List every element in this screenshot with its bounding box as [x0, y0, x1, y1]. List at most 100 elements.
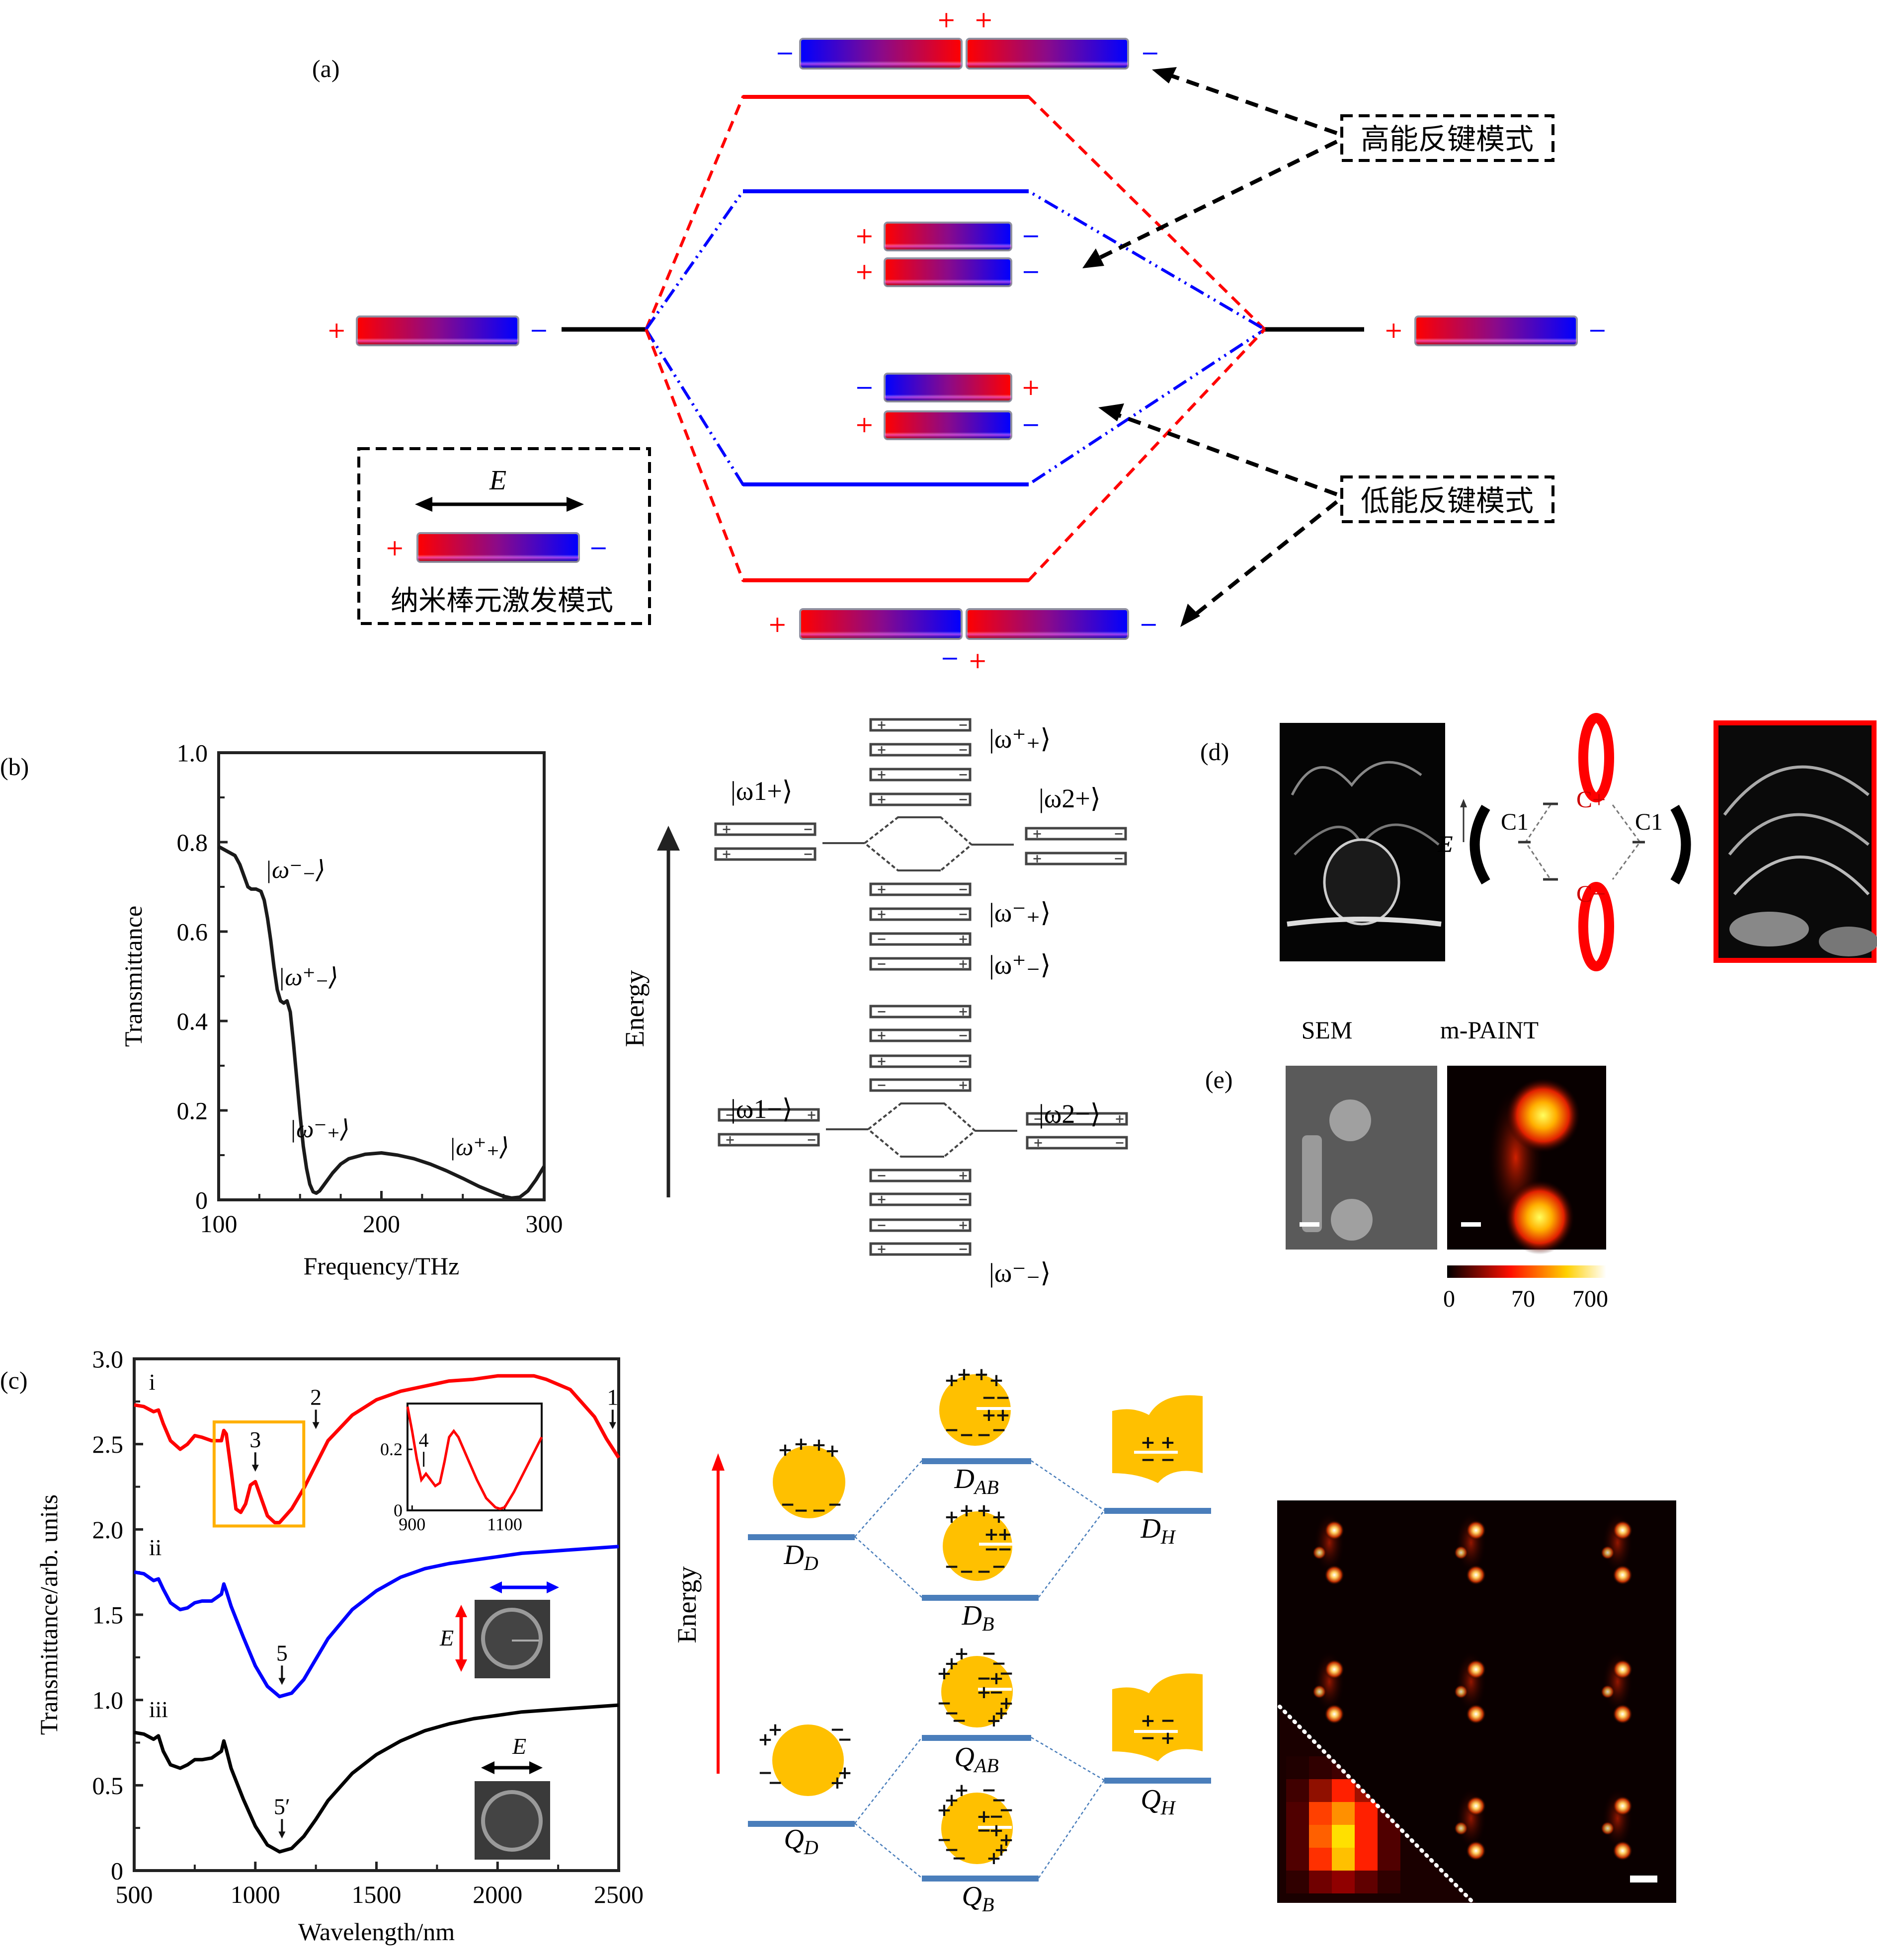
charge-plus: +	[954, 1644, 969, 1664]
sem-inset-ring: E	[475, 1733, 550, 1860]
dipole-rod: +−	[1026, 1136, 1128, 1150]
state-label-w1plus: |ω1+⟩	[731, 776, 793, 806]
x-tick-label: 300	[526, 1210, 563, 1238]
field-label-e: E	[512, 1733, 526, 1759]
charge-plus: +	[812, 1435, 826, 1455]
charge-minus: −	[991, 1653, 1006, 1674]
label-db: DB	[962, 1600, 994, 1635]
y-tick-label: 2.0	[92, 1516, 124, 1544]
svg-text:+: +	[877, 792, 887, 806]
charge-plus: +	[989, 1668, 1004, 1689]
panel-a-diagram: (a) − − + + + − + −	[312, 6, 1607, 674]
nanostructure-spot-cluster	[1601, 1513, 1632, 1585]
level-connectors	[854, 1460, 1105, 1879]
hole-particle	[1112, 1395, 1203, 1483]
series-line-ii	[134, 1545, 619, 1699]
charge-plus: +	[991, 1507, 1006, 1527]
charge-plus: +	[977, 1682, 991, 1703]
svg-text:−: −	[877, 957, 887, 971]
nanostructure-spot-cluster	[1312, 1652, 1344, 1724]
charge-minus: −	[991, 1557, 1006, 1577]
svg-text:+: +	[1033, 1136, 1043, 1150]
energy-axis-label: Energy	[672, 1567, 702, 1644]
peak-marker-label: 4	[419, 1429, 429, 1451]
svg-text:+: +	[722, 822, 732, 836]
mode-hybridization-diagram: E C+ C− C1 C1	[1437, 713, 1691, 971]
svg-text:+: +	[877, 1028, 887, 1042]
label-qd: QD	[784, 1824, 818, 1859]
state-label-wpp: |ω⁺₊⟩	[989, 724, 1051, 754]
charge-minus: −	[944, 1420, 959, 1440]
charge-minus: −	[984, 1539, 999, 1560]
m-paint-image	[1447, 1066, 1606, 1254]
charge-minus: −	[1141, 39, 1160, 66]
svg-text:+: +	[877, 768, 887, 782]
svg-text:+: +	[1115, 1112, 1125, 1126]
curve-label: iii	[149, 1697, 168, 1722]
charge-plus: +	[385, 534, 405, 561]
charge-minus: −	[977, 1425, 991, 1445]
svg-text:−: −	[958, 907, 968, 921]
charge-plus: +	[977, 1500, 991, 1521]
dipole-rod: −+	[869, 1218, 972, 1232]
field-label-e: E	[1437, 831, 1454, 858]
dipole-rod: −+	[869, 957, 972, 971]
arrow-left-icon	[415, 497, 432, 512]
dipole-rod: −+	[869, 1078, 972, 1092]
charge-plus: +	[994, 1840, 1009, 1860]
charge-minus: −	[999, 1663, 1014, 1684]
high-energy-antibonding-label: 高能反键模式	[1361, 122, 1534, 156]
charge-plus: +	[944, 1653, 959, 1674]
charge-plus: +	[1384, 316, 1403, 343]
charge-plus: +	[995, 1405, 1010, 1425]
svg-text:−: −	[877, 1005, 887, 1019]
inset-y-tick-label: 0.2	[380, 1439, 403, 1459]
charge-minus: −	[940, 644, 960, 671]
nanostructure-spot-cluster	[1454, 1652, 1486, 1724]
charge-plus: +	[986, 1711, 1001, 1731]
svg-text:−: −	[1033, 1112, 1043, 1126]
mode-label-c1-left: C1	[1501, 809, 1529, 835]
panel-label-e: (e)	[1205, 1066, 1233, 1094]
state-label-wpm: |ω⁺₋⟩	[989, 950, 1051, 980]
charge-plus: +	[977, 1806, 991, 1827]
charge-minus: −	[775, 39, 795, 66]
svg-text:−: −	[1115, 1136, 1125, 1150]
svg-text:−: −	[1114, 852, 1124, 865]
svg-text:−: −	[958, 1242, 968, 1256]
charge-minus: −	[959, 1562, 974, 1582]
svg-text:+: +	[722, 847, 732, 861]
charge-plus: +	[994, 1703, 1009, 1724]
svg-text:−: −	[958, 882, 968, 896]
plot-frame	[217, 751, 546, 1201]
charge-plus: +	[327, 316, 346, 343]
dipole-rod: −+	[1026, 1112, 1128, 1126]
x-tick-label: 500	[116, 1881, 153, 1908]
nanostructure-spot-cluster	[1454, 1513, 1486, 1585]
element-mode-caption: 纳米棒元激发模式	[391, 585, 613, 617]
charge-minus: −	[952, 1848, 967, 1869]
y-tick-label: 3.0	[92, 1345, 124, 1373]
dipole-rod: +−	[1025, 827, 1127, 841]
charge-minus: −	[1021, 222, 1041, 249]
panel-label-d: (d)	[1200, 738, 1229, 766]
charge-minus: −	[999, 1800, 1014, 1820]
state-label-w1minus: |ω1−⟩	[731, 1094, 793, 1124]
svg-text:+: +	[958, 1005, 968, 1019]
series-line-i	[134, 1374, 620, 1525]
peak-marker-label: 5′	[274, 1794, 290, 1819]
charge-minus: −	[758, 1763, 773, 1783]
scale-bar	[1300, 1222, 1319, 1227]
charge-plus: +	[937, 6, 956, 33]
charge-plus: +	[999, 1830, 1014, 1850]
curve-label: ii	[149, 1535, 162, 1560]
x-tick-label: 1000	[231, 1881, 280, 1908]
svg-text:−: −	[958, 1028, 968, 1042]
svg-text:+: +	[1032, 852, 1042, 865]
charge-minus: −	[977, 1562, 991, 1582]
charge-minus: −	[855, 374, 874, 400]
charge-minus: −	[1141, 1450, 1155, 1470]
charge-minus: −	[812, 1500, 826, 1521]
inset-series-line	[406, 1406, 543, 1510]
svg-text:+: +	[877, 743, 887, 757]
